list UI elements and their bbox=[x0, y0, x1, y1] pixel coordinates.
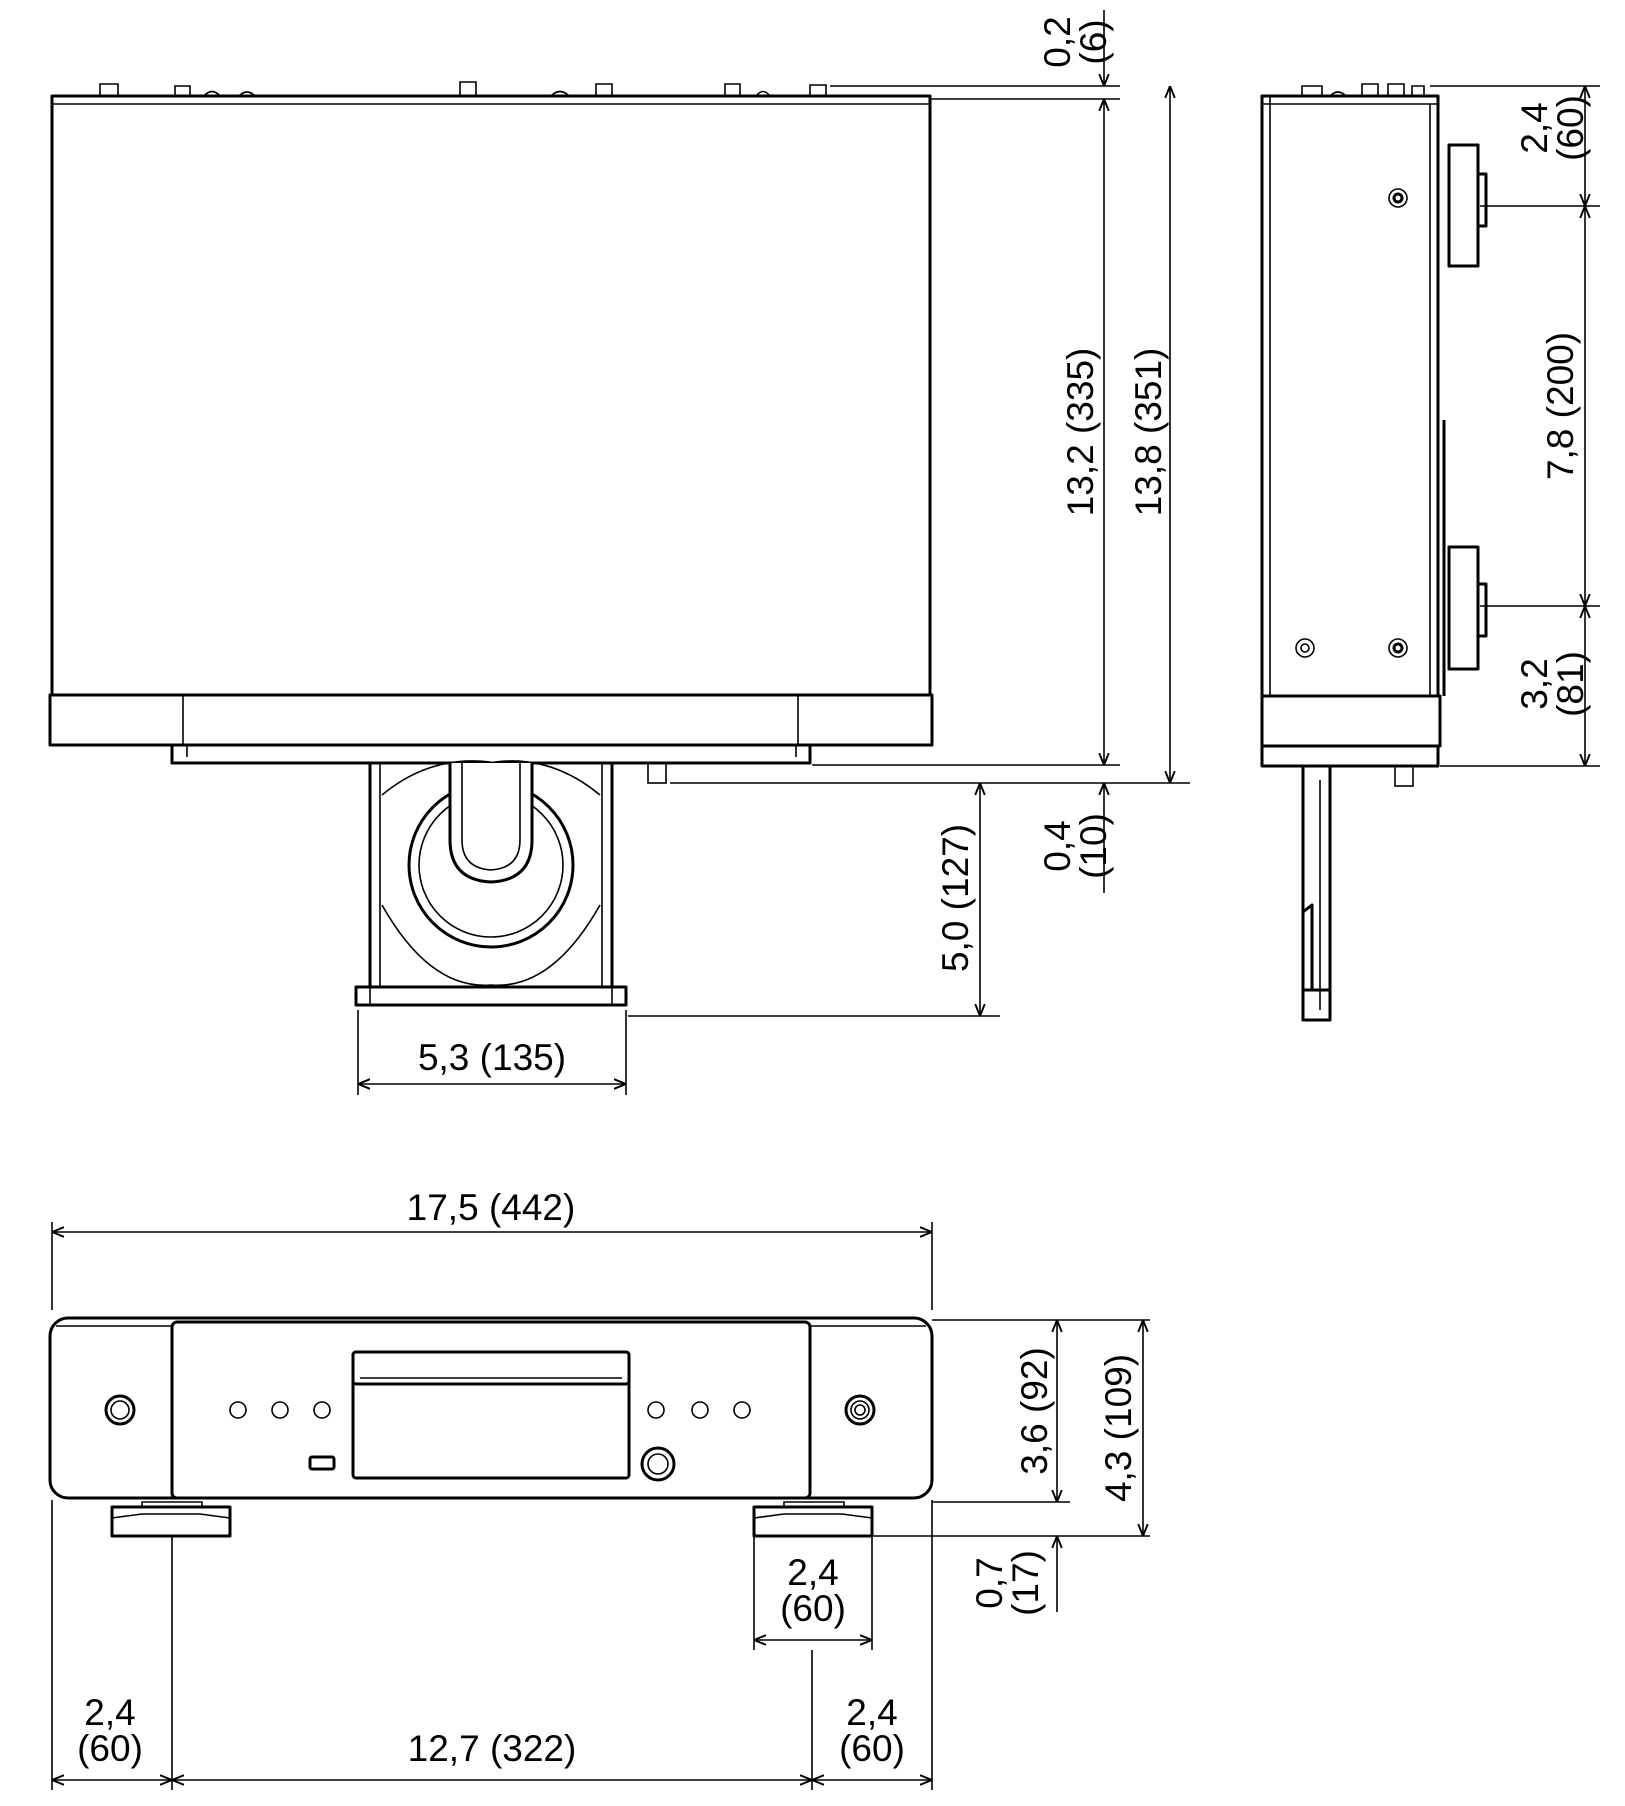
top-front-panel bbox=[48, 693, 934, 747]
display-window bbox=[351, 1350, 631, 1480]
front-view bbox=[48, 1316, 934, 1538]
usb-port bbox=[308, 1455, 336, 1471]
dim-foot-width-1: 2,4 bbox=[787, 1552, 838, 1593]
dim-offset-front-2: (10) bbox=[1073, 813, 1114, 879]
dim-depth-body: 13,2 (335) bbox=[1060, 348, 1101, 517]
dim-foot-span: 7,8 (200) bbox=[1540, 332, 1581, 480]
top-body bbox=[50, 94, 932, 697]
dim-foot-front-2: (81) bbox=[1550, 651, 1591, 717]
disc-tray-door bbox=[351, 1350, 631, 1386]
dim-foot-rear-2: (60) bbox=[1550, 95, 1591, 161]
power-knob bbox=[104, 1394, 136, 1426]
rear-connectors bbox=[99, 81, 827, 96]
dim-offset-top-2: (6) bbox=[1073, 19, 1114, 64]
dim-foot-height-1: 0,7 bbox=[969, 1557, 1010, 1608]
left-buttons bbox=[229, 1401, 331, 1419]
front-view-dimensions: 17,5 (442) 3,6 (92) 4,3 (109) 0,7 (17) 2… bbox=[51, 1187, 1150, 1790]
dim-tray-depth: 5,0 (127) bbox=[935, 824, 976, 972]
dim-right-margin-2: (60) bbox=[839, 1728, 905, 1769]
dim-width-total: 17,5 (442) bbox=[407, 1187, 576, 1228]
dim-left-margin-1: 2,4 bbox=[84, 1692, 135, 1733]
side-view-dimensions: 2,4 (60) 7,8 (200) 3,2 (81) bbox=[1430, 85, 1600, 767]
right-buttons bbox=[647, 1401, 751, 1419]
top-view bbox=[48, 81, 934, 1007]
dim-foot-front-1: 3,2 bbox=[1514, 658, 1555, 709]
side-body bbox=[1260, 94, 1440, 698]
dim-foot-width-2: (60) bbox=[780, 1588, 846, 1629]
screws bbox=[1295, 188, 1408, 658]
dim-left-margin-2: (60) bbox=[77, 1728, 143, 1769]
dim-offset-front-1: 0,4 bbox=[1037, 820, 1078, 871]
dim-height-body: 3,6 (92) bbox=[1014, 1347, 1055, 1475]
dim-foot-spacing: 12,7 (322) bbox=[408, 1728, 577, 1769]
dim-foot-rear-1: 2,4 bbox=[1514, 102, 1555, 153]
dim-right-margin-1: 2,4 bbox=[846, 1692, 897, 1733]
dim-height-total: 4,3 (109) bbox=[1098, 1354, 1139, 1502]
front-foot-right bbox=[752, 1501, 874, 1538]
disc-tray bbox=[354, 760, 628, 1007]
headphone-jack bbox=[844, 1394, 876, 1426]
side-foot-rear bbox=[1447, 143, 1488, 268]
front-body bbox=[48, 1316, 934, 1500]
side-foot-front bbox=[1447, 545, 1488, 671]
front-center-panel bbox=[170, 1320, 812, 1500]
dim-foot-height-2: (17) bbox=[1005, 1550, 1046, 1616]
volume-knob bbox=[640, 1446, 676, 1482]
side-view bbox=[1260, 83, 1488, 1022]
dim-depth-total: 13,8 (351) bbox=[1128, 348, 1169, 517]
top-view-dimensions: 0,2 (6) 13,2 (335) 13,8 (351) 0,4 (10) 5… bbox=[357, 10, 1190, 1095]
dim-offset-top-1: 0,2 bbox=[1037, 16, 1078, 67]
front-foot-left bbox=[110, 1501, 232, 1538]
dim-tray-width: 5,3 (135) bbox=[418, 1037, 566, 1078]
